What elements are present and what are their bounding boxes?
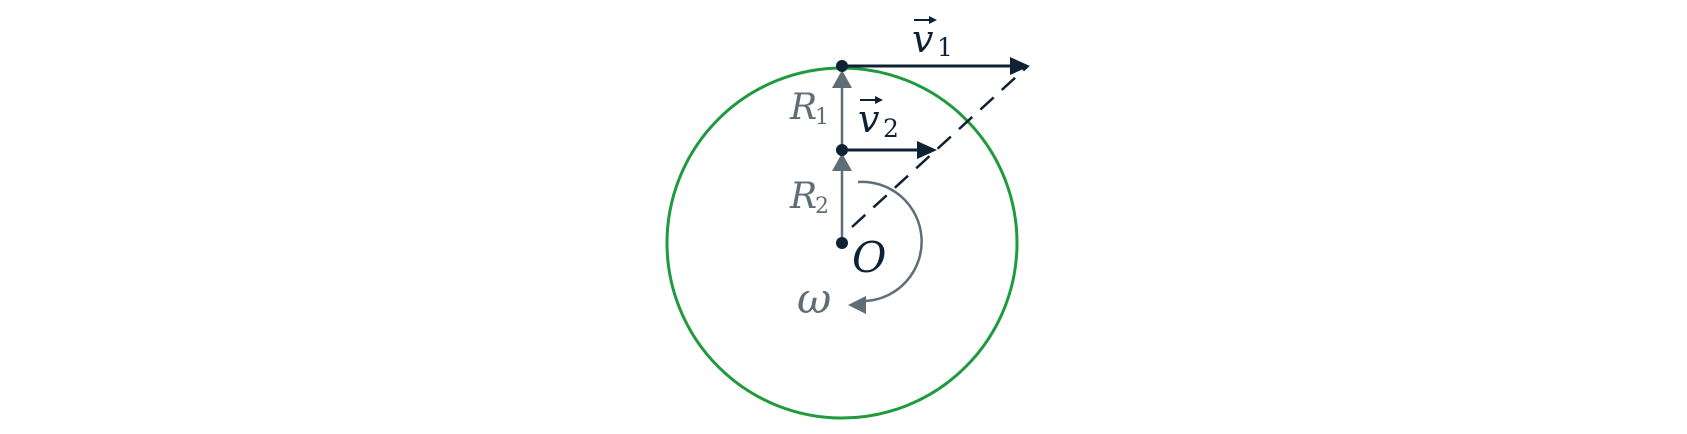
svg-text:R: R [789, 176, 817, 217]
omega-arrowhead [848, 296, 866, 314]
svg-text:1: 1 [815, 105, 829, 130]
v2-overarrow-head [875, 96, 883, 104]
v1-label: v 1 [912, 16, 953, 62]
r2-label: R 2 [789, 176, 829, 219]
svg-text:v: v [858, 97, 880, 141]
velocity-profile-dashed-line [851, 65, 1029, 228]
svg-text:R: R [789, 87, 817, 128]
center-label: O [852, 233, 886, 282]
v1-vector-arrowhead [1010, 57, 1030, 75]
svg-text:v: v [912, 17, 934, 61]
v1-overarrow-head [929, 16, 937, 24]
svg-text:2: 2 [883, 114, 899, 143]
rim-point [836, 60, 848, 72]
v2-label: v 2 [858, 96, 899, 143]
omega-label: ω [797, 274, 831, 323]
inner-point [836, 144, 848, 156]
svg-text:1: 1 [937, 33, 953, 62]
r1-vector-arrowhead [832, 70, 852, 88]
omega-rotation-arc [857, 180, 923, 303]
svg-text:2: 2 [815, 194, 829, 219]
r2-vector-arrowhead [832, 153, 852, 171]
center-point [836, 237, 848, 249]
r1-label: R 1 [789, 87, 829, 130]
v2-vector-arrowhead [917, 141, 937, 159]
